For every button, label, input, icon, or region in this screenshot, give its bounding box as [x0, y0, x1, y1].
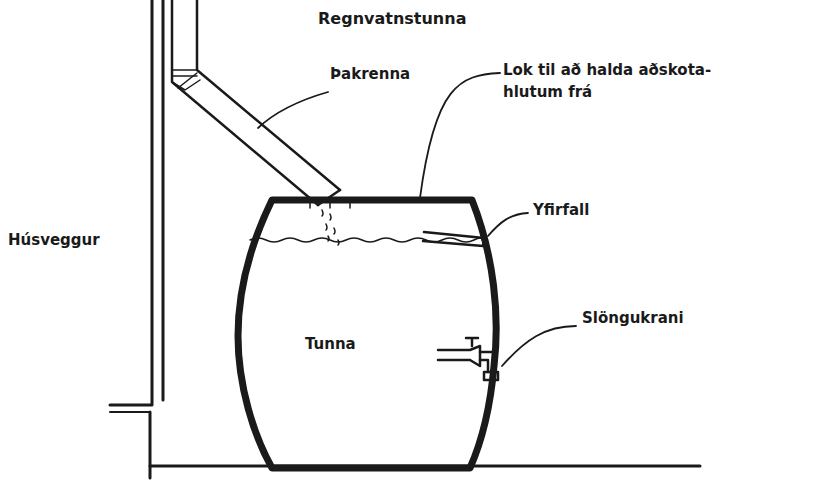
barrel-outline [232, 196, 504, 472]
part-label: Þakrenna [330, 64, 410, 86]
part-label: Lok til að halda aðskota- hlutum frá [503, 60, 765, 104]
diagram-title: Regnvatnstunna [318, 7, 466, 30]
part-label: Yfirfall [533, 200, 589, 222]
part-label: Húsveggur [8, 230, 100, 252]
barrel-label: Tunna [305, 334, 356, 356]
barrel-node: Tunna [232, 196, 504, 472]
part-label: Slöngukrani [582, 308, 684, 330]
